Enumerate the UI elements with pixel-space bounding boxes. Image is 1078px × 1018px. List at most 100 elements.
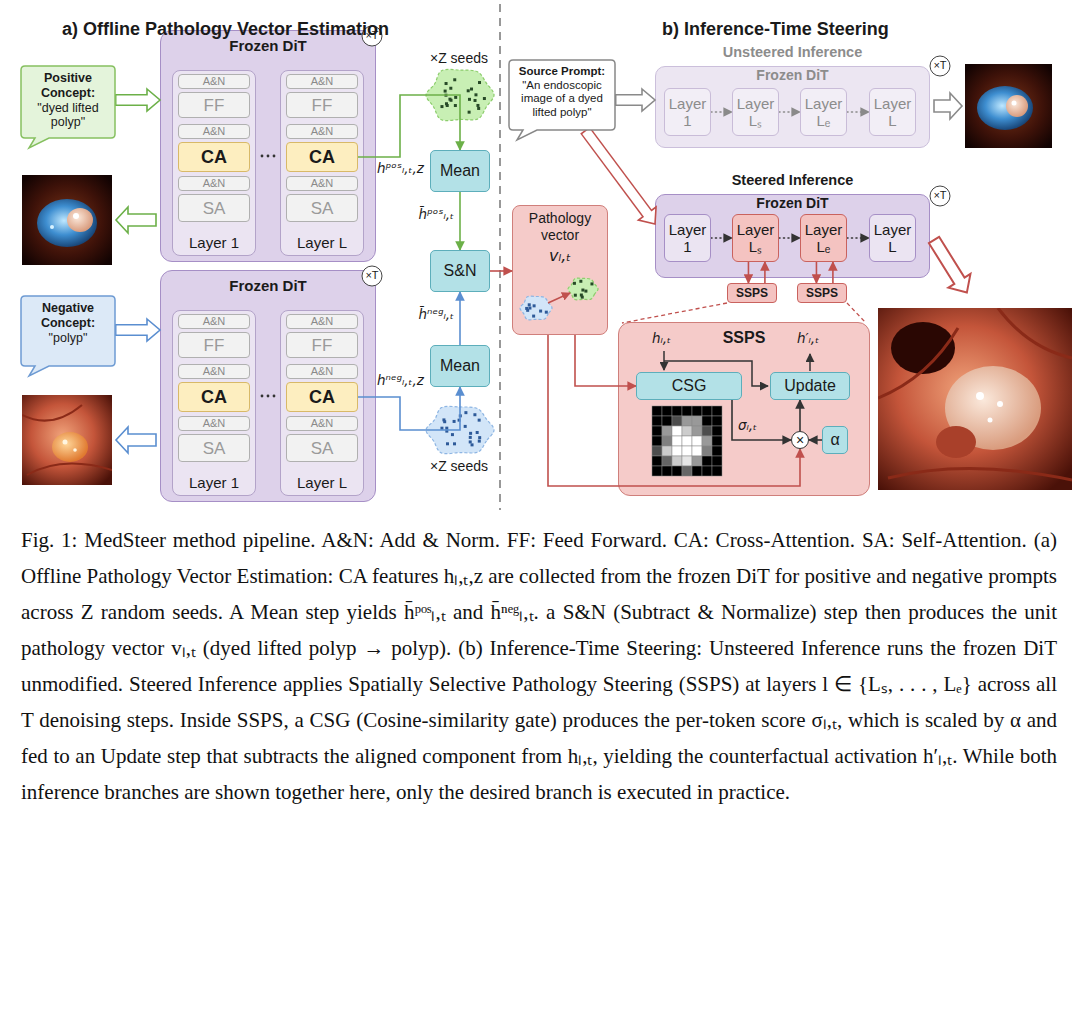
layer-box: Layer Lₑ — [800, 88, 847, 136]
edge-label: hⁿᵉᵍₗ,ₜ,z — [377, 372, 424, 388]
feature-cloud — [454, 96, 457, 99]
node-text: Negative Concept: — [25, 301, 111, 331]
feed-forward-box: FF — [286, 332, 358, 358]
divider — [499, 4, 501, 510]
node-text: Layer Lₑ — [803, 221, 844, 256]
node-text: Layer L — [297, 234, 347, 252]
self-attention-box: SA — [178, 194, 250, 222]
endoscopy-image — [37, 199, 97, 247]
concept-bubble: Negative Concept:"polyp" — [21, 296, 115, 376]
node-text: CSG — [672, 377, 707, 395]
node-text: Layer L — [297, 474, 347, 492]
ssps-box: SSPS — [797, 283, 847, 303]
operation-box: S&N — [430, 250, 490, 292]
edge-label: h̄ⁿᵉᵍₗ,ₜ — [418, 306, 454, 322]
endoscopy-image — [50, 225, 54, 229]
edge-label: σₗ,ₜ — [738, 417, 757, 433]
feature-cloud — [449, 87, 452, 90]
bubble-outline — [509, 60, 615, 140]
connector — [617, 96, 644, 105]
self-attention-box: SA — [286, 194, 358, 222]
addnorm-box: A&N — [286, 364, 358, 379]
node-text: A&N — [203, 418, 226, 429]
addnorm-box: A&N — [178, 124, 250, 139]
addnorm-box: A&N — [178, 364, 250, 379]
connector — [459, 192, 461, 250]
feature-cloud — [468, 98, 471, 101]
node-text: FF — [312, 97, 333, 114]
node-text: SA — [311, 440, 334, 457]
node-text: A&N — [203, 366, 226, 377]
node-text: Frozen DiT — [229, 37, 307, 55]
connector — [147, 89, 160, 111]
feature-cloud — [476, 104, 479, 107]
feature-cloud — [478, 419, 481, 422]
feature-cloud — [474, 93, 477, 96]
zoom-line — [622, 303, 727, 323]
block-arrow — [923, 233, 978, 299]
connector — [459, 292, 461, 345]
endoscopy-image — [73, 448, 77, 452]
feature-cloud — [473, 413, 476, 416]
node-text: FF — [312, 337, 333, 354]
feature-cloud — [477, 107, 480, 110]
steered-layer-box: Layer Lₑ — [800, 214, 847, 262]
feature-cloud — [453, 78, 456, 81]
concept-bubble: Source Prompt:"An endoscopic image of a … — [509, 60, 615, 140]
bubble-outline — [21, 296, 115, 376]
node-text: CA — [309, 388, 335, 406]
label: ×Z seeds — [430, 50, 488, 67]
layer-box: Layer 1 — [664, 214, 711, 262]
layer-box: Layer 1 — [664, 88, 711, 136]
feature-cloud — [470, 88, 473, 91]
node-text: SSPS — [736, 287, 768, 299]
node-text: CA — [201, 388, 227, 406]
feed-forward-box: FF — [178, 92, 250, 118]
feature-cloud — [478, 81, 481, 84]
label: ×T — [365, 29, 378, 42]
cross-attention-box: CA — [178, 142, 250, 172]
layer-column: Layer 1A&NFFA&NCAA&NSA — [172, 70, 256, 256]
label: ×T — [933, 59, 946, 72]
node-text: Layer 1 — [667, 221, 708, 256]
connector — [117, 96, 149, 105]
node-text: × — [796, 433, 804, 447]
repeat-badge — [930, 186, 950, 206]
node-text: A&N — [311, 126, 334, 137]
feature-cloud — [468, 111, 471, 114]
endoscopy-image — [965, 64, 1052, 148]
endoscopy-image — [1012, 101, 1017, 106]
node-text: Update — [784, 377, 836, 395]
bubble-outline — [21, 66, 115, 148]
feature-cloud — [467, 89, 470, 92]
operation-box: Mean — [430, 150, 490, 192]
label: ×T — [365, 269, 378, 282]
zoom-line — [847, 303, 866, 323]
connector — [115, 89, 160, 111]
cross-attention-box: CA — [286, 142, 358, 172]
connector — [490, 271, 512, 272]
label: ×Z seeds — [430, 458, 488, 475]
block-arrow — [116, 427, 156, 453]
panel-title: a) Offline Pathology Vector Estimation — [62, 19, 389, 41]
addnorm-box: A&N — [178, 314, 250, 329]
concept-bubble: Positive Concept:"dyed lifted polyp" — [21, 66, 115, 148]
feed-forward-box: FF — [286, 92, 358, 118]
endoscopy-image — [22, 405, 112, 475]
feature-cloud — [453, 442, 456, 445]
node-text: "An endoscopic image of a dyed lifted po… — [513, 79, 611, 120]
connector — [117, 326, 149, 335]
node-text: CA — [201, 148, 227, 166]
connector — [586, 131, 648, 215]
layer-column: Layer 1A&NFFA&NCAA&NSA — [172, 310, 256, 496]
node-text: A&N — [203, 76, 226, 87]
endoscopy-image — [878, 308, 1072, 490]
node-text: Unsteered Inference — [723, 44, 862, 61]
feature-cloud — [464, 411, 467, 414]
endoscopy-image — [22, 175, 112, 265]
node-text: A&N — [203, 316, 226, 327]
node-text: Frozen DiT — [756, 67, 828, 84]
feature-cloud — [478, 436, 481, 439]
node-text: FF — [204, 337, 225, 354]
